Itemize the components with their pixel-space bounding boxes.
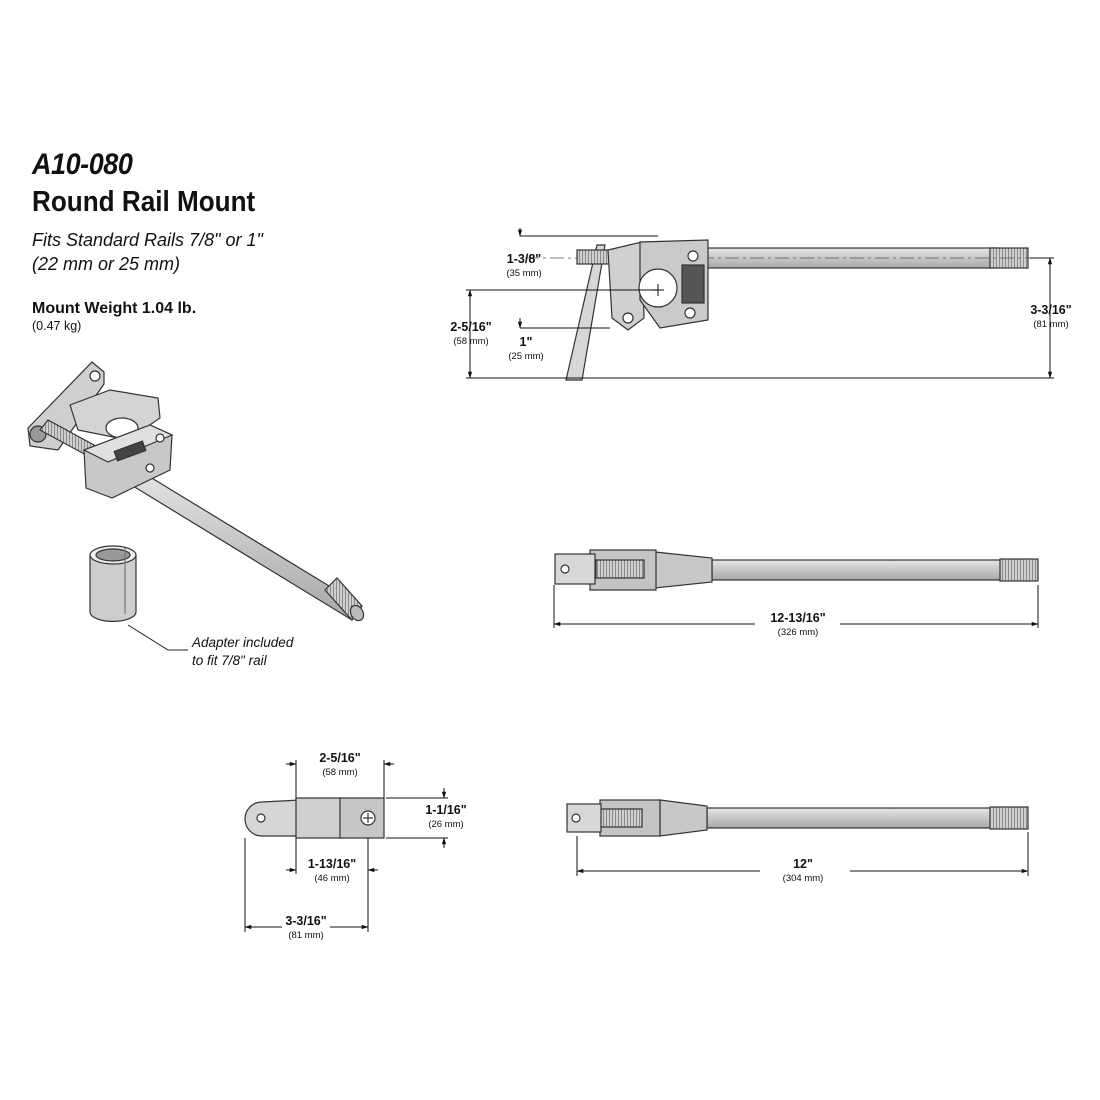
dim-end-width-mid-metric: (46 mm) xyxy=(314,873,350,884)
part-number: A10-080 xyxy=(32,148,133,181)
side-plate xyxy=(565,244,606,381)
dim-side-1-metric: (25 mm) xyxy=(508,351,544,362)
dim-side-1-3-8: 1-3/8" xyxy=(506,252,542,266)
top-view-drawing xyxy=(554,549,1039,591)
dim-side-3-3-16-metric: (81 mm) xyxy=(1033,319,1069,330)
dim-bottom-length: 12" xyxy=(793,857,813,871)
dim-top-length-metric: (326 mm) xyxy=(777,627,819,638)
fits-rails-metric: (22 mm or 25 mm) xyxy=(32,254,181,274)
mount-isometric-illustration xyxy=(27,361,365,622)
dim-end-width-top-metric: (58 mm) xyxy=(322,767,358,778)
mount-weight: Mount Weight 1.04 lb. xyxy=(32,300,197,317)
dim-side-3-3-16: 3-3/16" xyxy=(1030,303,1072,317)
end-view-drawing xyxy=(244,797,385,839)
adapter-leader-line xyxy=(127,624,188,651)
top-view-dimensions xyxy=(553,585,1039,628)
end-view-dimensions xyxy=(244,760,448,932)
product-name: Round Rail Mount xyxy=(32,186,256,218)
adapter-note-line2: to fit 7/8" rail xyxy=(192,653,267,668)
bottom-view-dimensions xyxy=(576,832,1029,876)
dim-side-2-5-16: 2-5/16" xyxy=(450,320,492,334)
dim-end-width-total-metric: (81 mm) xyxy=(288,930,324,941)
dim-end-width-total: 3-3/16" xyxy=(285,914,327,928)
dim-side-1: 1" xyxy=(519,335,533,349)
side-clamp-jaw xyxy=(607,241,645,331)
dim-end-height-metric: (26 mm) xyxy=(428,819,464,830)
dim-end-width-top: 2-5/16" xyxy=(319,751,361,765)
rod-isometric xyxy=(119,465,365,622)
adapter-note-line1: Adapter included xyxy=(192,635,294,650)
side-view-dimensions xyxy=(466,228,1054,379)
dim-side-2-5-16-metric: (58 mm) xyxy=(453,336,489,347)
fits-rails-text: Fits Standard Rails 7/8" or 1" xyxy=(32,230,263,250)
dim-top-length: 12-13/16" xyxy=(770,611,826,625)
adapter-sleeve xyxy=(89,545,137,622)
dim-bottom-length-metric: (304 mm) xyxy=(782,873,824,884)
dim-end-height: 1-1/16" xyxy=(425,803,467,817)
mount-weight-metric: (0.47 kg) xyxy=(32,319,82,333)
dim-end-width-mid: 1-13/16" xyxy=(307,857,357,871)
bottom-view-drawing xyxy=(566,799,1029,837)
side-view-drawing xyxy=(525,239,1030,381)
dim-side-1-3-8-metric: (35 mm) xyxy=(506,268,542,279)
